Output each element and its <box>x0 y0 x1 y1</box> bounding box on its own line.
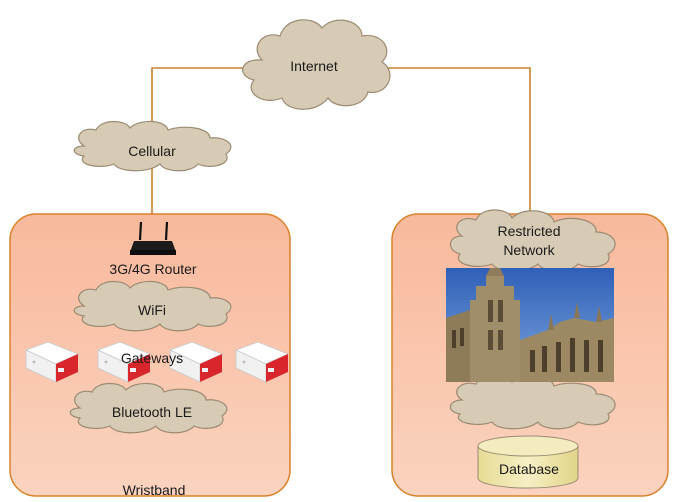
link-internet-restricted <box>380 67 531 215</box>
gateways-label: Gateways <box>120 350 184 366</box>
router-icon <box>130 221 176 255</box>
router-label: 3G/4G Router <box>109 261 197 277</box>
bluetooth-label: Bluetooth LE <box>111 404 193 420</box>
link-cellular-internet <box>151 67 256 138</box>
internet-label: Internet <box>290 58 338 74</box>
bluetooth-cloud <box>69 382 228 434</box>
connection-lines <box>151 67 531 215</box>
wristband-label: Wristband <box>122 482 186 498</box>
gateway-device-icon <box>168 341 224 383</box>
restricted-network-cloud <box>449 209 616 272</box>
gateway-device-icon <box>96 341 152 383</box>
gateway-device-icon <box>234 341 290 383</box>
cellular-cloud <box>73 120 232 172</box>
internet-cloud <box>242 19 391 110</box>
university-building-photo <box>446 268 614 382</box>
wifi-cloud <box>73 280 232 332</box>
cellular-label: Cellular <box>128 143 176 159</box>
restricted-network-label-line1: Restricted <box>497 223 561 239</box>
wifi-label: WiFi <box>138 302 166 318</box>
database-label: Database <box>499 461 559 477</box>
database-icon <box>477 435 579 489</box>
gateway-device-icon <box>24 341 80 383</box>
restricted-network-label-line2: Network <box>503 242 555 258</box>
